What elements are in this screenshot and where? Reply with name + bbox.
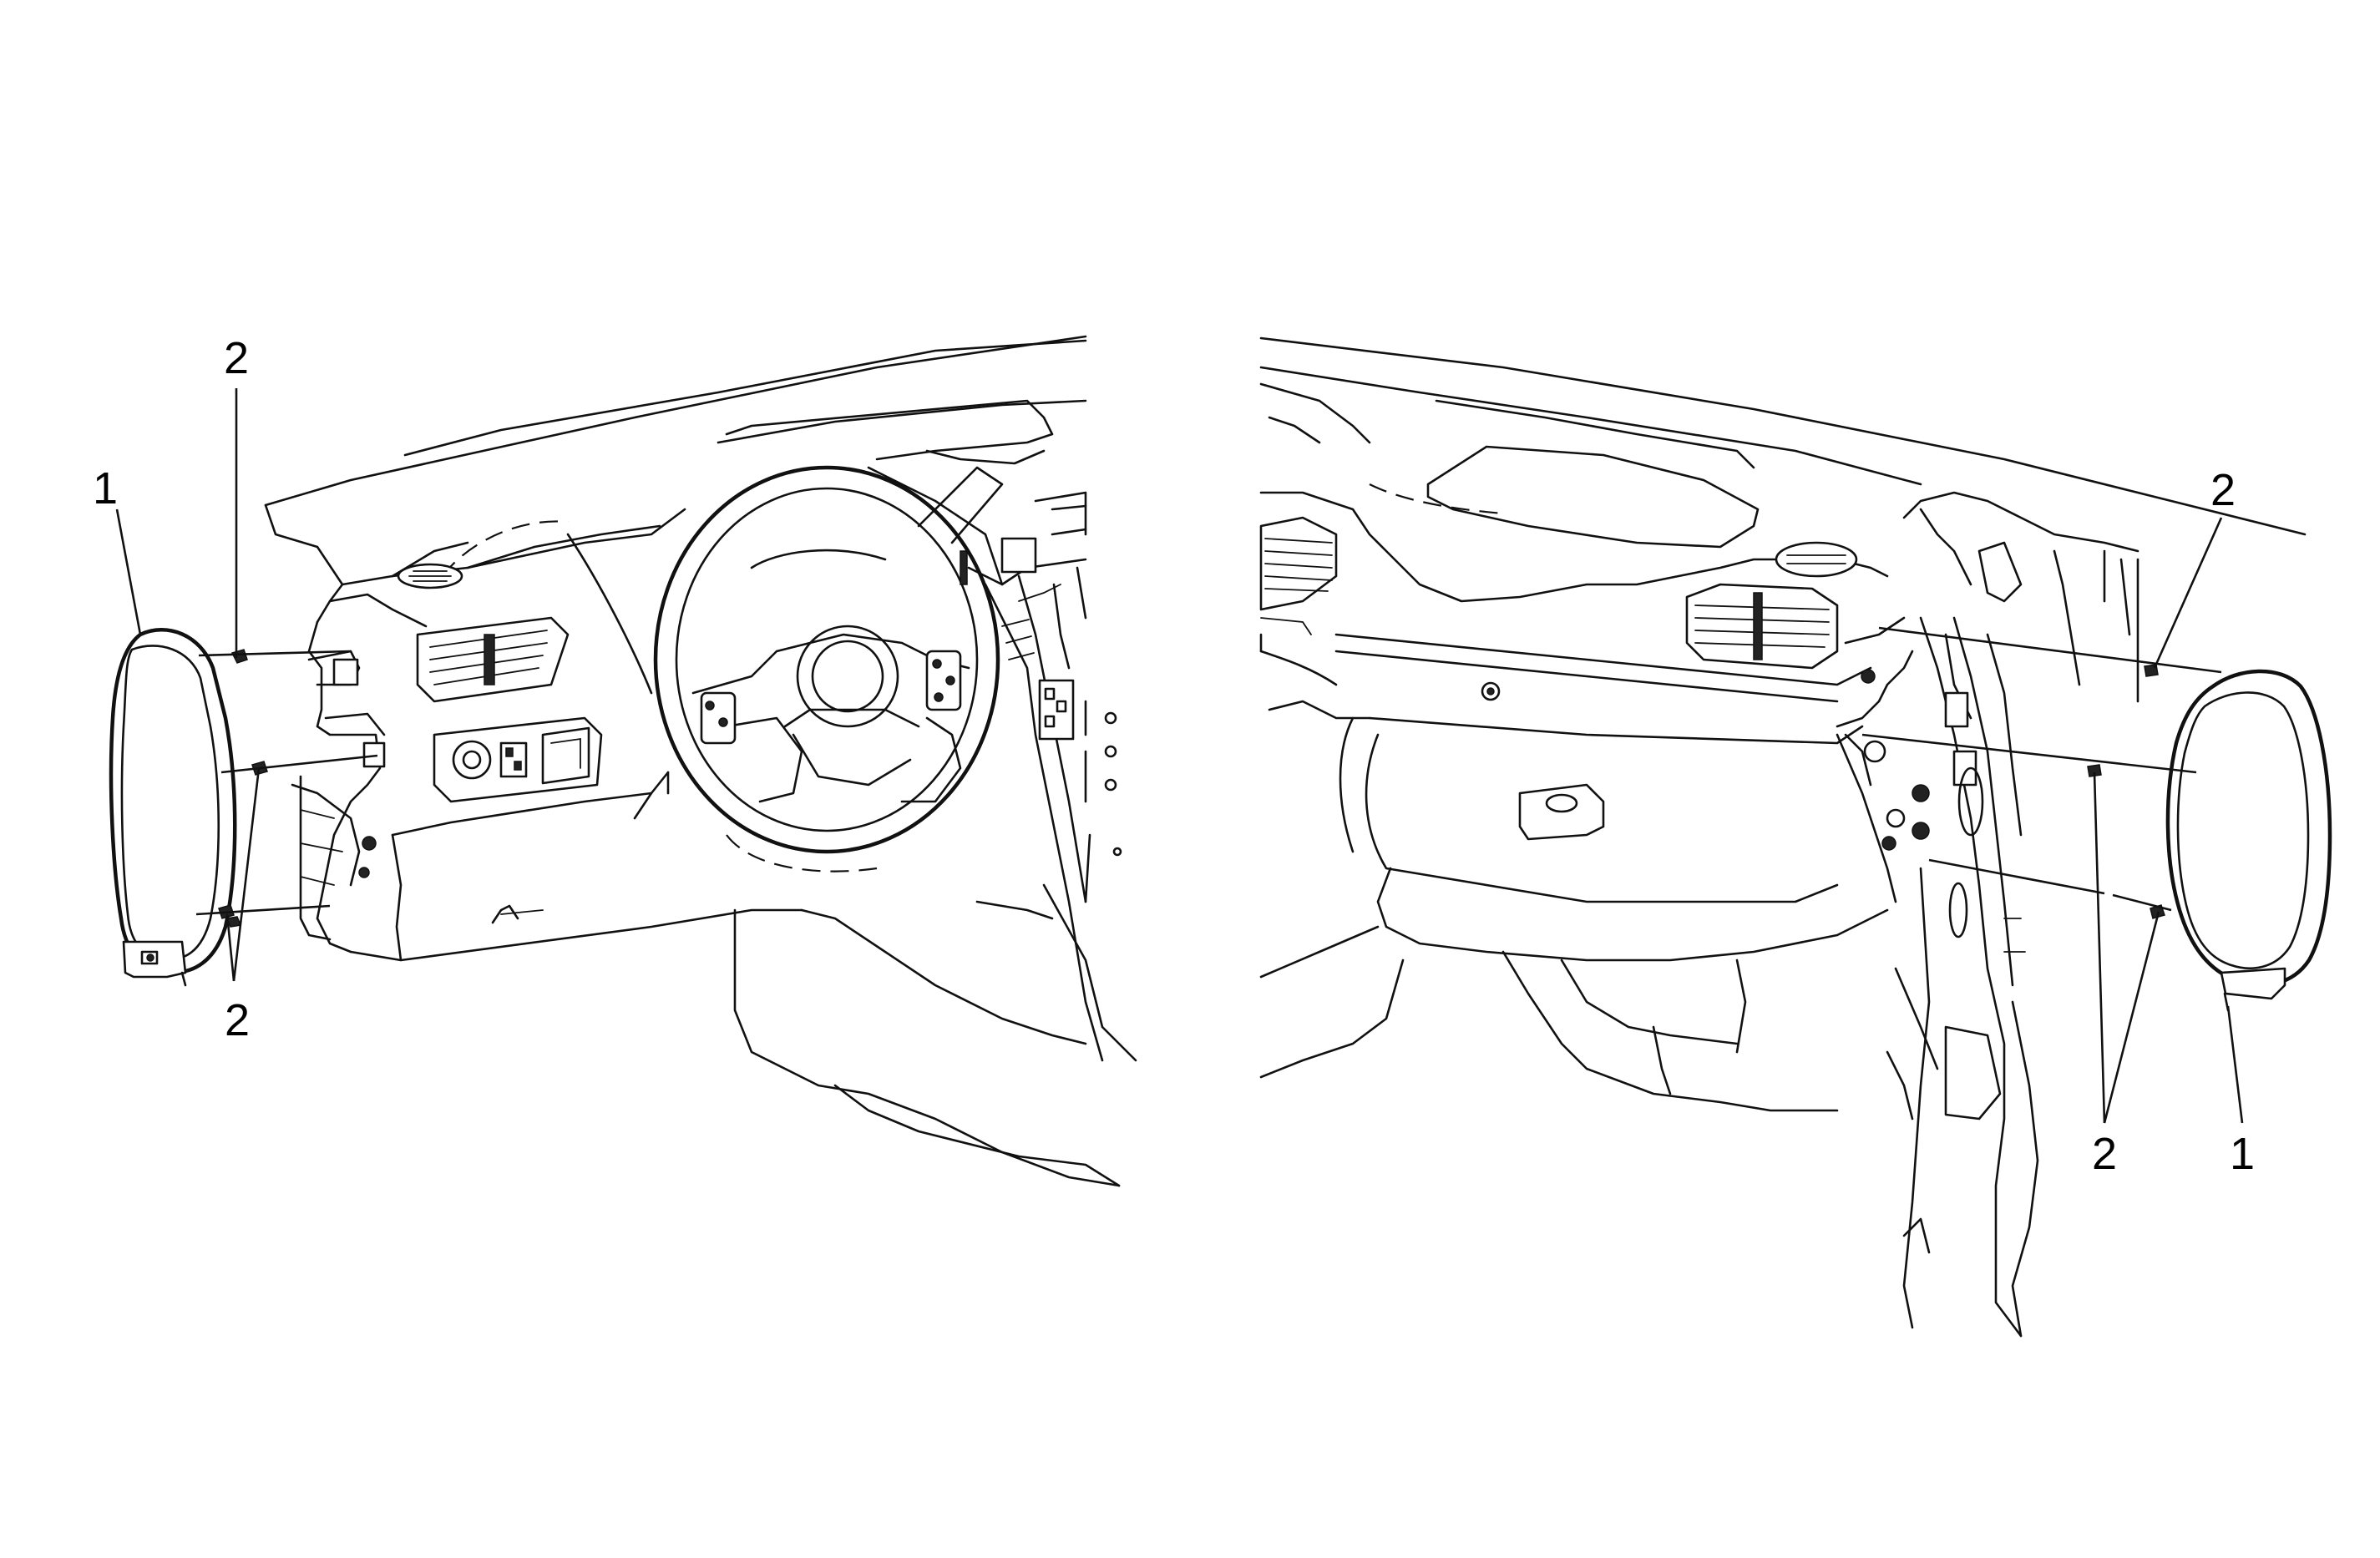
right-clip-fasteners <box>2087 664 2165 919</box>
left-lower-panel <box>349 771 803 962</box>
steering-wheel <box>653 465 1004 873</box>
panel-emblem <box>1481 681 1501 701</box>
left-alignment-lines <box>195 650 378 916</box>
right-panel-end-hardware <box>1836 616 1930 851</box>
glove-box <box>1339 716 1897 903</box>
right-lower-panel <box>1259 867 1939 1112</box>
passenger-defrost-vent <box>1775 541 1858 578</box>
callout-2-left-bottom: 2 <box>225 995 250 1045</box>
right-callout-leaders <box>2093 517 2244 1124</box>
passenger-center-vent <box>1685 583 1839 670</box>
callout-1-right: 1 <box>2230 1129 2255 1179</box>
left-view-driver-side: 2 1 2 <box>93 333 1137 1187</box>
callout-2-right-top: 2 <box>2210 465 2236 515</box>
left-panel-end <box>291 620 386 954</box>
right-view-outer-vent <box>1259 516 1338 635</box>
right-a-pillar-structure <box>1886 491 2139 1338</box>
left-trim-cover <box>109 628 237 987</box>
callout-1-left: 1 <box>93 463 118 513</box>
center-stack <box>960 491 1122 1062</box>
left-dash-top <box>264 335 1087 586</box>
left-defrost-vent <box>397 563 463 589</box>
headlamp-switch-cluster <box>433 716 603 803</box>
right-trim-cover <box>2165 669 2332 1012</box>
passenger-airbag-door <box>1369 445 1760 549</box>
right-view-passenger-side: 2 2 1 <box>1259 336 2332 1338</box>
left-floor-lines <box>633 771 1137 1187</box>
left-upper-panel <box>316 466 1004 695</box>
right-alignment-lines <box>1861 626 2222 912</box>
right-dash-top <box>1259 336 2307 536</box>
left-clip-fasteners <box>218 649 268 928</box>
callout-2-right-bottom: 2 <box>2092 1129 2117 1179</box>
left-callout-leaders <box>115 388 261 982</box>
callout-2-left-top: 2 <box>224 333 249 383</box>
left-air-vent <box>416 616 570 703</box>
